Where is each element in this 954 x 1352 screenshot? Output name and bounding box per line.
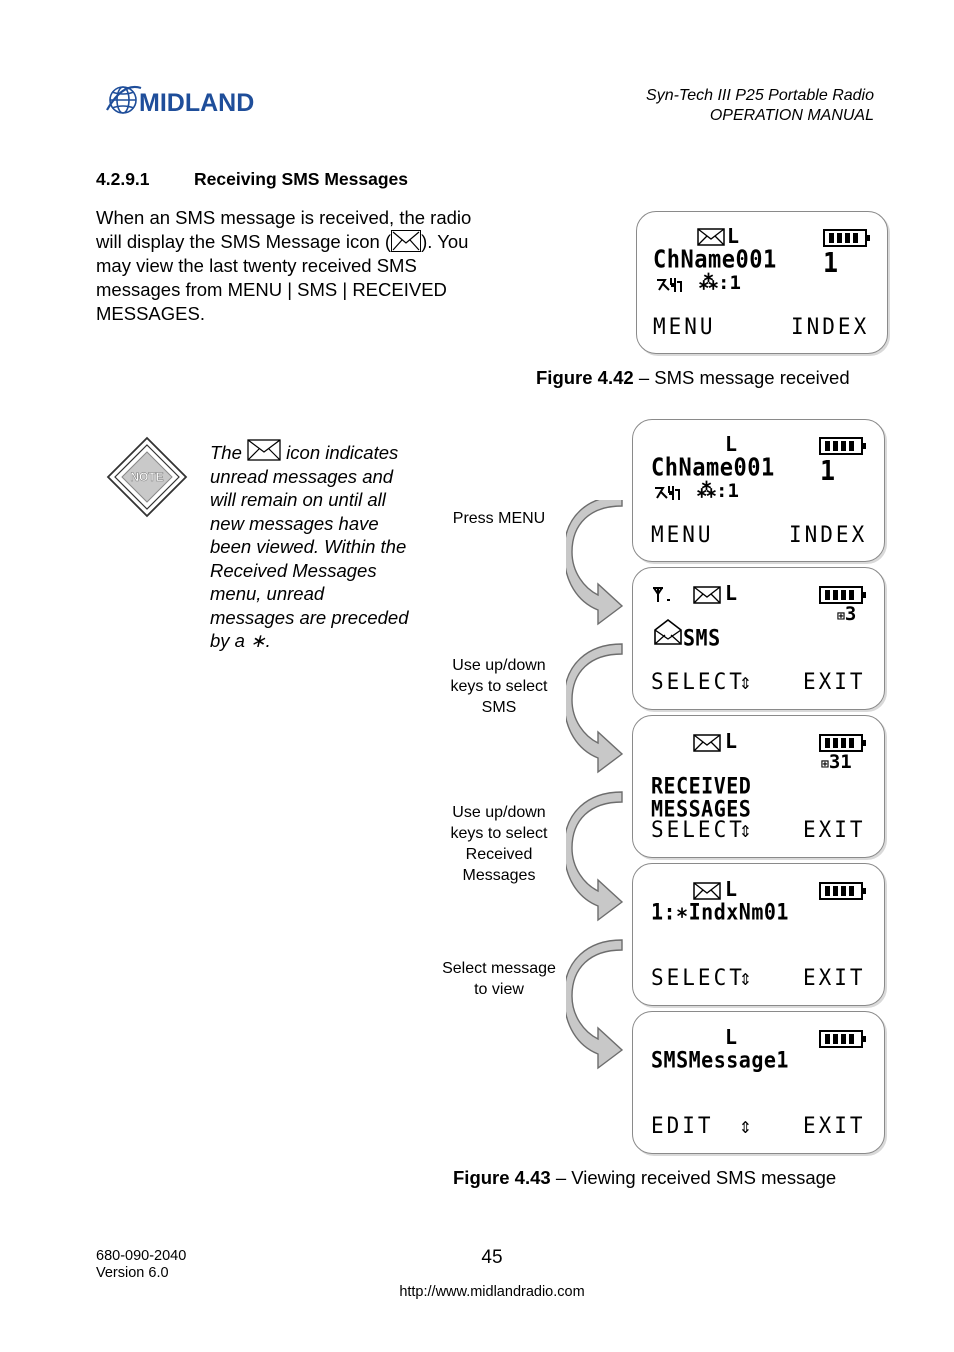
up-down-arrows-icon: ⇕ [739,1113,752,1139]
lock-indicator: L [725,877,738,901]
antenna-icon [653,587,670,602]
flow-label-select-received: Use up/down keys to select Received Mess… [450,804,548,884]
logo-wordmark: MIDLAND [139,89,254,117]
menu-item-sms: SMS [683,624,721,651]
lcd-screen-sms-received: L ChName001 1 ⁂:1 MENU INDEX [636,211,888,354]
lock-indicator: L [725,1025,738,1049]
softkey-right-index[interactable]: INDEX [789,522,868,548]
flow-arrows [566,500,624,1070]
section-number: 4.2.9.1 [96,169,150,189]
menu-page-icon: ⊞ [821,757,829,772]
curved-arrow-1 [566,500,624,626]
channel-number: 1 [820,454,836,487]
lock-indicator: L [727,224,740,248]
note-text-rest: icon indicates unread messages and will … [210,442,409,651]
doc-version: Version 6.0 [96,1265,169,1281]
softkey-left-edit[interactable]: EDIT [651,1113,714,1139]
footer-url[interactable]: http://www.midlandradio.com [399,1284,585,1300]
menu-position-counter: ⊞31 [821,751,852,773]
battery-icon [819,586,866,604]
softkey-left-menu[interactable]: MENU [651,522,714,548]
softkey-right-exit[interactable]: EXIT [803,1113,866,1139]
flow-label-select-message: Select message to view [442,960,556,998]
midland-logo: MIDLAND [105,80,305,120]
softkey-right-exit[interactable]: EXIT [803,965,866,991]
body-text-part1: When an SMS message is received, the rad… [96,207,472,252]
document-header: Syn-Tech III P25 Portable Radio OPERATIO… [646,86,874,126]
up-down-arrows-icon: ⇕ [739,965,752,991]
lcd-screen-received-messages: L ⊞31 RECEIVED MESSAGES SELECT ⇕ EXIT [632,715,885,858]
flow-label-select-sms: Use up/down keys to select SMS [450,657,548,716]
envelope-icon [693,586,721,604]
status-icons [657,278,682,292]
status-count: ⁂:1 [697,480,739,502]
product-title: Syn-Tech III P25 Portable Radio [646,87,874,104]
softkey-right-index[interactable]: INDEX [791,314,870,340]
doc-number: 680-090-2040 [96,1248,187,1264]
battery-icon [819,437,866,455]
menu-item-messages: MESSAGES [651,795,752,822]
lcd-screen-message-view: L SMSMessage1 EDIT ⇕ EXIT [632,1011,885,1154]
channel-number: 1 [823,246,839,279]
lock-indicator: L [725,432,738,456]
curved-arrow-4 [566,939,624,1070]
figure-caption-text: – SMS message received [633,367,850,388]
lcd-screen-message-index: L 1:∗IndxNm01 SELECT ⇕ EXIT [632,863,885,1006]
envelope-icon [391,230,422,252]
softkey-left-menu[interactable]: MENU [653,314,716,340]
lcd-screen-sms-menu: L ⊞3 SMS SELECT ⇕ EXIT [632,567,885,710]
softkey-right-exit[interactable]: EXIT [803,817,866,843]
curved-arrow-3 [566,791,624,922]
softkey-left-select[interactable]: SELECT [651,965,745,991]
softkey-left-select[interactable]: SELECT [651,669,745,695]
message-index-entry: 1:∗IndxNm01 [651,898,789,925]
envelope-icon [693,882,721,900]
battery-icon [823,229,870,247]
lock-indicator: L [725,729,738,753]
footer-doc-info: 680-090-2040 Version 6.0 [96,1248,186,1282]
channel-name: ChName001 [653,246,777,274]
envelope-icon [693,734,721,752]
globe-icon: MIDLAND [106,85,254,117]
note-badge: NOTE [106,436,188,518]
battery-icon [819,734,866,752]
body-text-part2: ). You may view the last twenty received… [96,231,469,324]
note-diamond-icon: NOTE [106,436,188,518]
lock-indicator: L [725,581,738,605]
figure-label: Figure 4.42 [536,367,634,388]
up-down-arrows-icon: ⇕ [739,669,752,695]
figure-4-43-caption: Figure 4.43 – Viewing received SMS messa… [453,1167,836,1189]
status-icons [655,486,680,500]
battery-icon [819,882,866,900]
section-heading: 4.2.9.1 Receiving SMS Messages [96,169,408,190]
menu-position-counter: ⊞3 [837,603,857,625]
section-title: Receiving SMS Messages [194,169,408,189]
channel-name: ChName001 [651,454,775,482]
flow-label-press-menu: Press MENU [452,510,546,527]
note-text-the: The [210,442,242,463]
lcd-screen-home: L ChName001 1 ⁂:1 MENU INDEX [632,419,885,562]
manual-title: OPERATION MANUAL [709,107,874,124]
softkey-right-exit[interactable]: EXIT [803,669,866,695]
figure-4-42-caption: Figure 4.42 – SMS message received [536,367,850,389]
figure-caption-text: – Viewing received SMS message [550,1167,837,1188]
envelope-icon [247,439,281,461]
curved-arrow-2 [566,643,624,774]
note-text: The icon indicates unread messages and w… [210,439,410,653]
page-number: 45 [481,1247,503,1268]
message-body: SMSMessage1 [651,1046,789,1073]
envelope-icon [697,228,725,246]
note-badge-label: NOTE [130,470,163,484]
battery-icon [819,1030,866,1048]
menu-item-received: RECEIVED [651,772,752,799]
up-down-arrows-icon: ⇕ [739,817,752,843]
status-count: ⁂:1 [699,272,741,294]
body-paragraph: When an SMS message is received, the rad… [96,206,476,326]
sms-open-envelope-icon [654,618,682,645]
menu-page-icon: ⊞ [837,609,845,624]
softkey-left-select[interactable]: SELECT [651,817,745,843]
figure-label: Figure 4.43 [453,1167,551,1188]
